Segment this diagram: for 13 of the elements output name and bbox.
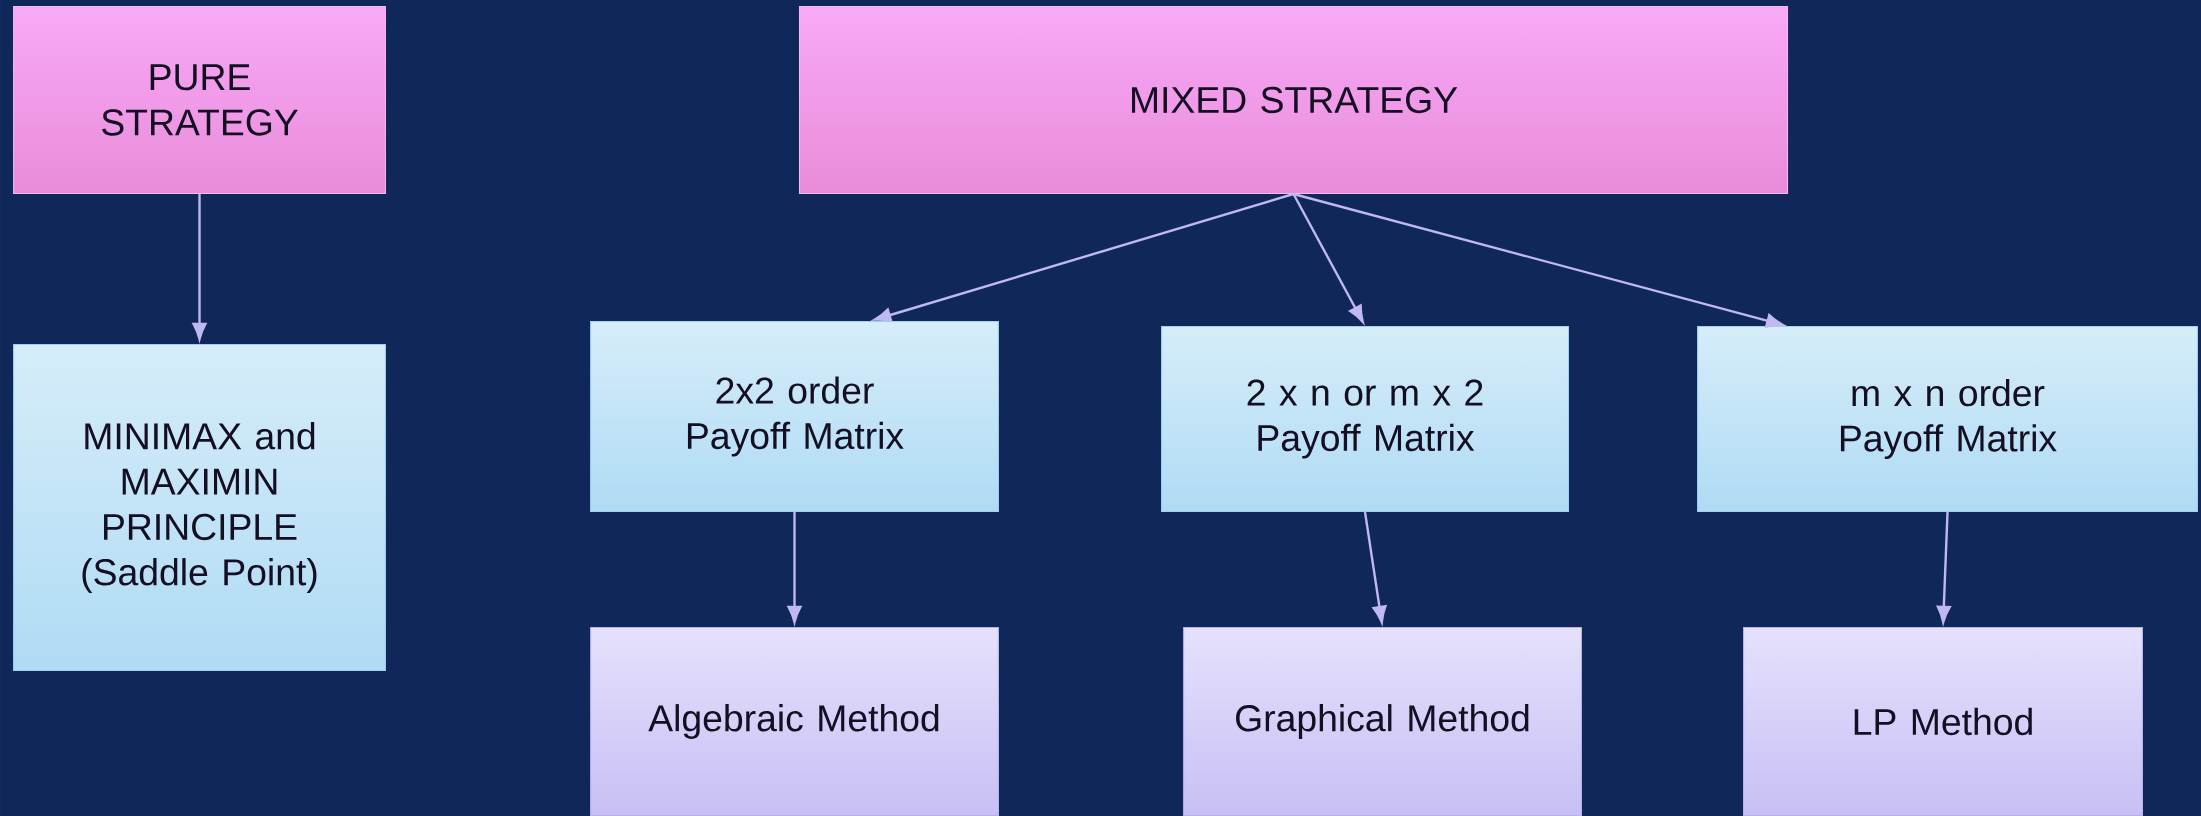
method-box: Graphical Method — [1183, 627, 1582, 816]
arrow — [1936, 511, 1951, 624]
matrix-box: 2 x n or m x 2 Payoff Matrix — [1161, 326, 1569, 512]
arrow — [1292, 193, 1364, 323]
arrow — [1293, 192, 1784, 328]
arrow — [873, 192, 1294, 323]
method-box: Algebraic Method — [590, 627, 999, 816]
matrix-box: MINIMAX and MAXIMIN PRINCIPLE (Saddle Point) — [13, 344, 386, 671]
matrix-box: m x n order Payoff Matrix — [1697, 326, 2198, 512]
method-box: LP Method — [1743, 627, 2143, 816]
strategy-box: PURE STRATEGY — [13, 6, 386, 194]
matrix-box: 2x2 order Payoff Matrix — [590, 321, 999, 512]
strategy-box: MIXED STRATEGY — [798, 6, 1789, 194]
